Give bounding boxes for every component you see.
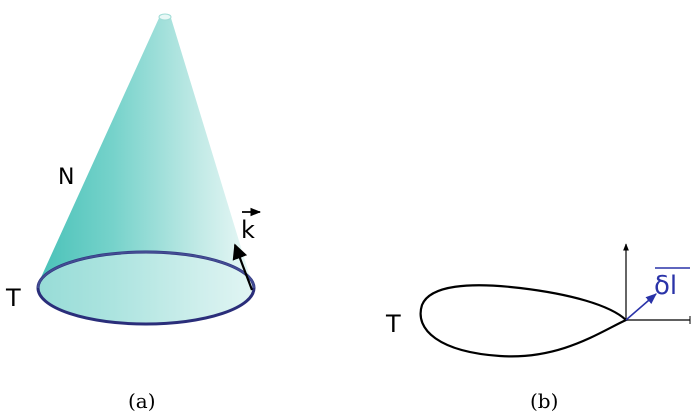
label-delta-l-text: δl [654, 271, 677, 301]
cone-base-rim-back [37, 251, 255, 289]
caption-a: (a) [128, 389, 156, 413]
label-delta-l: δl [654, 267, 690, 301]
label-t-a: T [5, 284, 21, 312]
label-n: N [58, 165, 74, 190]
cone-base-interior [38, 252, 254, 324]
k-vector-arrow [232, 243, 254, 291]
label-t-b: T [385, 310, 401, 338]
panel-b: T δl (b) [385, 243, 691, 413]
caption-b: (b) [530, 389, 558, 413]
cone-apex [158, 13, 172, 21]
panel-a: N T k (a) [5, 13, 262, 413]
label-k: k [241, 207, 262, 244]
delta-l-arrow [625, 293, 657, 321]
loop-curve [419, 284, 628, 358]
cone-surface [37, 15, 255, 324]
label-k-text: k [241, 216, 255, 244]
